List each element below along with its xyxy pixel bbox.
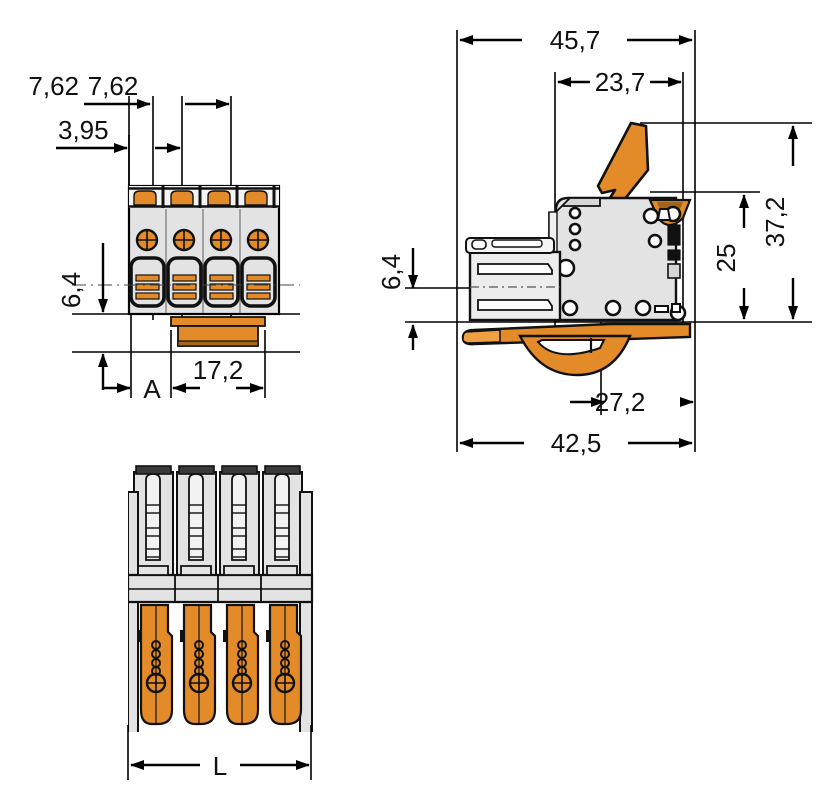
- dim-label-25: 25: [711, 244, 741, 273]
- front-view-outer-walls: [128, 491, 313, 732]
- front-view-housing-band: [128, 565, 314, 604]
- side-view-latch: [461, 322, 692, 377]
- side-view-contact-block: [465, 237, 562, 322]
- front-view-lever: [225, 603, 260, 726]
- side-view-keyhole: [656, 208, 672, 221]
- front-view-probe: [133, 465, 174, 581]
- front-view-lever: [182, 603, 217, 726]
- top-view-contacts: [129, 186, 279, 208]
- side-view-body-chamfer: [555, 197, 601, 213]
- top-view-pole: [240, 228, 277, 308]
- front-view-probe: [262, 465, 303, 581]
- dim-label-7-62-main: 7,62: [88, 71, 139, 101]
- side-view-height-refs: [405, 122, 812, 323]
- top-view-pole-details: [129, 228, 277, 308]
- side-view-group: 45,7 23,7 37,2: [376, 25, 812, 458]
- dim-label-27-2: 27,2: [595, 387, 646, 417]
- top-view-pole: [203, 228, 240, 308]
- front-view-probe: [219, 465, 260, 581]
- dim-label-37-2: 37,2: [760, 197, 790, 248]
- dim-37-2: 37,2: [760, 125, 798, 320]
- dim-label-6-4-side: 6,4: [376, 254, 406, 290]
- dim-A: A: [104, 374, 161, 404]
- dim-label-3-95: 3,95: [58, 115, 109, 145]
- dim-L: L: [127, 725, 312, 781]
- top-view-group: 7,62 7,62 3,95: [28, 71, 300, 404]
- dim-3-95: 3,95: [56, 115, 181, 153]
- top-view-foot: [170, 316, 266, 347]
- side-view-bottom-notches: [654, 303, 681, 313]
- front-view-content: [128, 465, 314, 732]
- front-view-probe: [176, 465, 217, 581]
- dim-label-23-7: 23,7: [595, 67, 646, 97]
- dim-27-2: 27,2: [570, 387, 694, 417]
- dim-23-7: 23,7: [557, 67, 682, 97]
- dim-17-2: 17,2: [172, 355, 264, 393]
- dim-45-7: 45,7: [459, 25, 693, 55]
- dim-42-5: 42,5: [459, 428, 693, 458]
- top-view-orange-caps: [133, 190, 268, 206]
- top-view-dividers: [161, 186, 276, 208]
- front-view-notches: [137, 630, 271, 642]
- dim-label-L: L: [213, 751, 227, 781]
- front-view-lever: [139, 603, 174, 726]
- side-view-slots: [667, 224, 681, 279]
- dim-label-45-7: 45,7: [550, 25, 601, 55]
- top-view-pole: [166, 228, 203, 308]
- front-view-probes: [133, 465, 303, 581]
- front-view-lever: [268, 603, 303, 726]
- dim-6-4-top: 6,4: [56, 243, 108, 390]
- dim-label-42-5: 42,5: [551, 428, 602, 458]
- top-view-lower-witness: [72, 313, 300, 398]
- dim-6-4-side: 6,4: [376, 248, 470, 350]
- side-view-lever: [596, 121, 650, 207]
- dim-label-7-62: 7,62: [28, 71, 79, 101]
- top-view-sep-bars: [129, 187, 279, 208]
- front-view-group: L: [127, 465, 314, 781]
- dim-7-62: 7,62: [28, 71, 230, 109]
- dim-label-17-2: 17,2: [193, 355, 244, 385]
- top-view-pole: [129, 228, 166, 308]
- dim-25: 25: [711, 194, 749, 320]
- dim-label-A: A: [143, 374, 161, 404]
- front-view-levers: [137, 603, 303, 726]
- top-view-pole-separators: [165, 209, 241, 313]
- dim-label-6-4-top: 6,4: [56, 272, 86, 308]
